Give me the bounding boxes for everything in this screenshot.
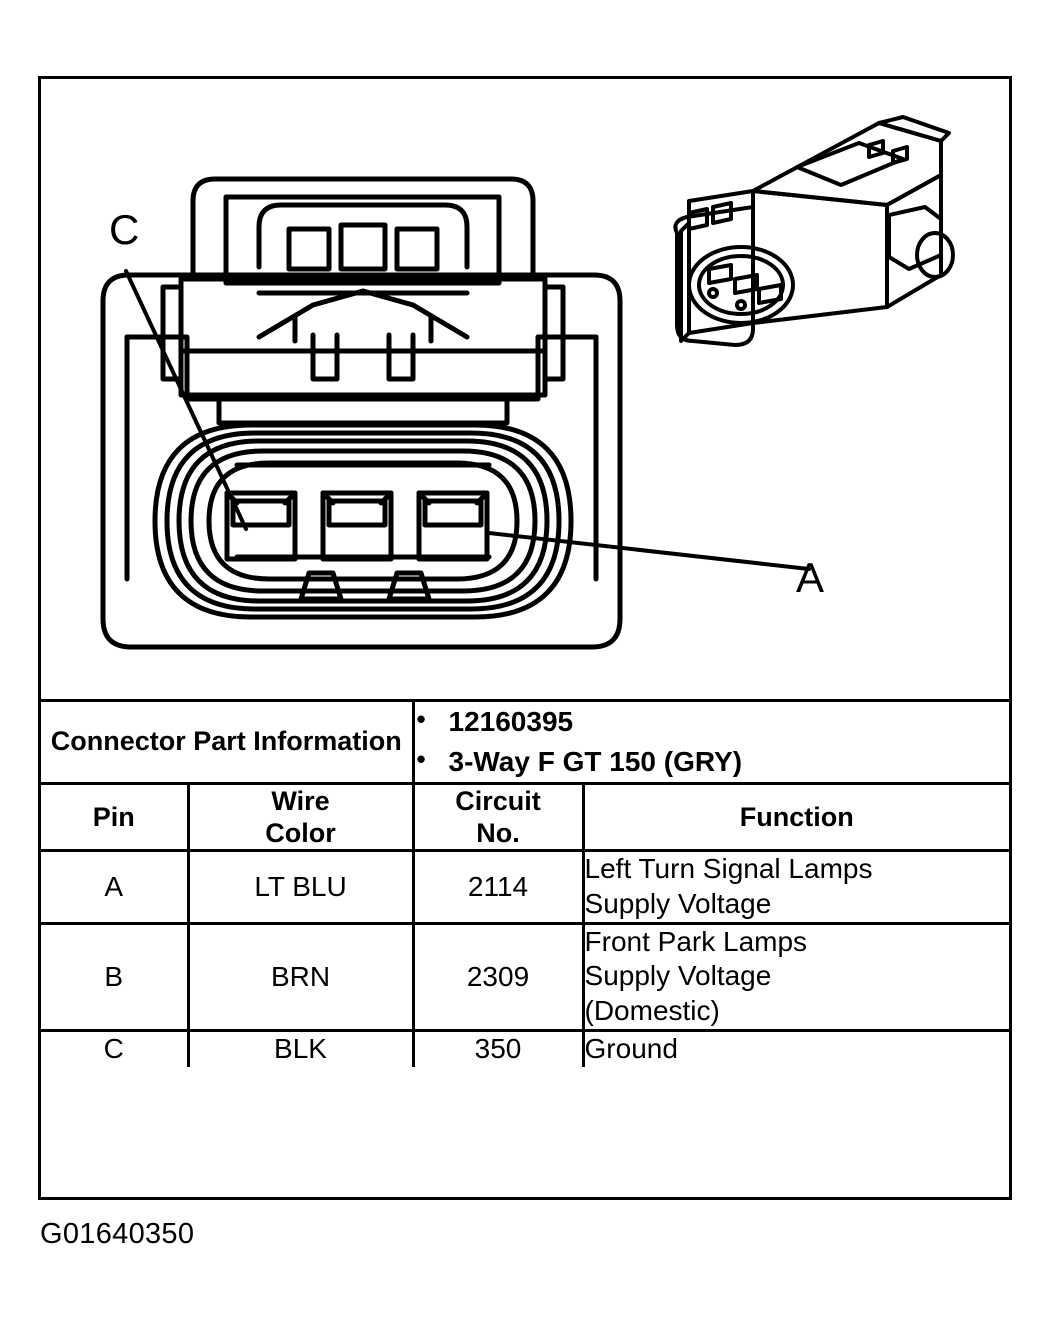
column-header-wire-color: Wire Color	[186, 781, 415, 853]
table-row: A LT BLU 2114 Left Turn Signal Lamps Sup…	[41, 849, 1010, 925]
column-header-circuit-no-line1: Circuit	[455, 785, 541, 816]
terminal-cavity-b	[320, 490, 394, 562]
terminal-cavity-a	[416, 490, 490, 562]
connector-front-view	[100, 176, 623, 650]
part-info-bullet-1: 3-Way F GT 150 (GRY)	[415, 741, 1010, 782]
leader-line-c	[124, 269, 248, 531]
figure-frame: C A Connector Part Information 12160395 …	[38, 76, 1012, 1200]
row-function-line: Supply Voltage	[584, 960, 772, 992]
column-header-circuit-no-line2: No.	[476, 817, 520, 848]
part-info-bullet-list: 12160395 3-Way F GT 150 (GRY)	[415, 701, 1010, 782]
row-pin: A	[41, 849, 190, 925]
row-function-line: Ground	[584, 1032, 678, 1064]
table-row: B BRN 2309 Front Park Lamps Supply Volta…	[41, 921, 1010, 1032]
row-pin: C	[41, 1028, 190, 1067]
row-function: Ground	[581, 1028, 1010, 1067]
part-info-bullet-0: 12160395	[415, 701, 1010, 742]
leader-line-a	[487, 531, 811, 571]
row-function: Front Park Lamps Supply Voltage (Domesti…	[581, 921, 1010, 1032]
connector-info-table: Connector Part Information 12160395 3-Wa…	[41, 699, 1010, 1067]
column-header-wire-color-line1: Wire	[271, 785, 330, 816]
connector-drawing-area	[41, 79, 1009, 699]
row-function-line: Supply Voltage	[584, 888, 772, 919]
column-header-function: Function	[581, 781, 1010, 853]
row-function-line: Front Park Lamps	[584, 925, 808, 957]
row-wire-color: BRN	[186, 921, 415, 1032]
part-info-label: Connector Part Information	[41, 699, 415, 785]
row-circuit-no: 2309	[411, 921, 585, 1032]
row-circuit-no: 2114	[411, 849, 585, 925]
table-header-row: Pin Wire Color Circuit No. Function	[41, 781, 1010, 853]
row-wire-color: BLK	[186, 1028, 415, 1067]
terminal-cavity-c	[224, 490, 298, 562]
column-header-wire-color-line2: Color	[265, 817, 336, 848]
connector-isometric-view	[673, 115, 955, 347]
row-function: Left Turn Signal Lamps Supply Voltage	[581, 849, 1010, 925]
callout-label-c: C	[109, 206, 140, 253]
row-function-line: Left Turn Signal Lamps	[584, 853, 873, 885]
table-row-part-info: Connector Part Information 12160395 3-Wa…	[41, 699, 1010, 785]
table-row: C BLK 350 Ground	[41, 1028, 1010, 1067]
row-pin: B	[41, 921, 190, 1032]
part-info-label-line1: Connector Part	[50, 726, 246, 757]
column-header-circuit-no: Circuit No.	[411, 781, 585, 853]
row-circuit-no: 350	[411, 1028, 585, 1067]
figure-caption: G01640350	[40, 1218, 195, 1250]
callout-label-a: A	[796, 554, 825, 601]
part-info-label-line2: Information	[253, 726, 402, 757]
row-function-line: (Domestic)	[584, 995, 720, 1027]
row-wire-color: LT BLU	[186, 849, 415, 925]
part-info-values: 12160395 3-Way F GT 150 (GRY)	[411, 699, 1010, 785]
column-header-pin: Pin	[41, 781, 190, 853]
